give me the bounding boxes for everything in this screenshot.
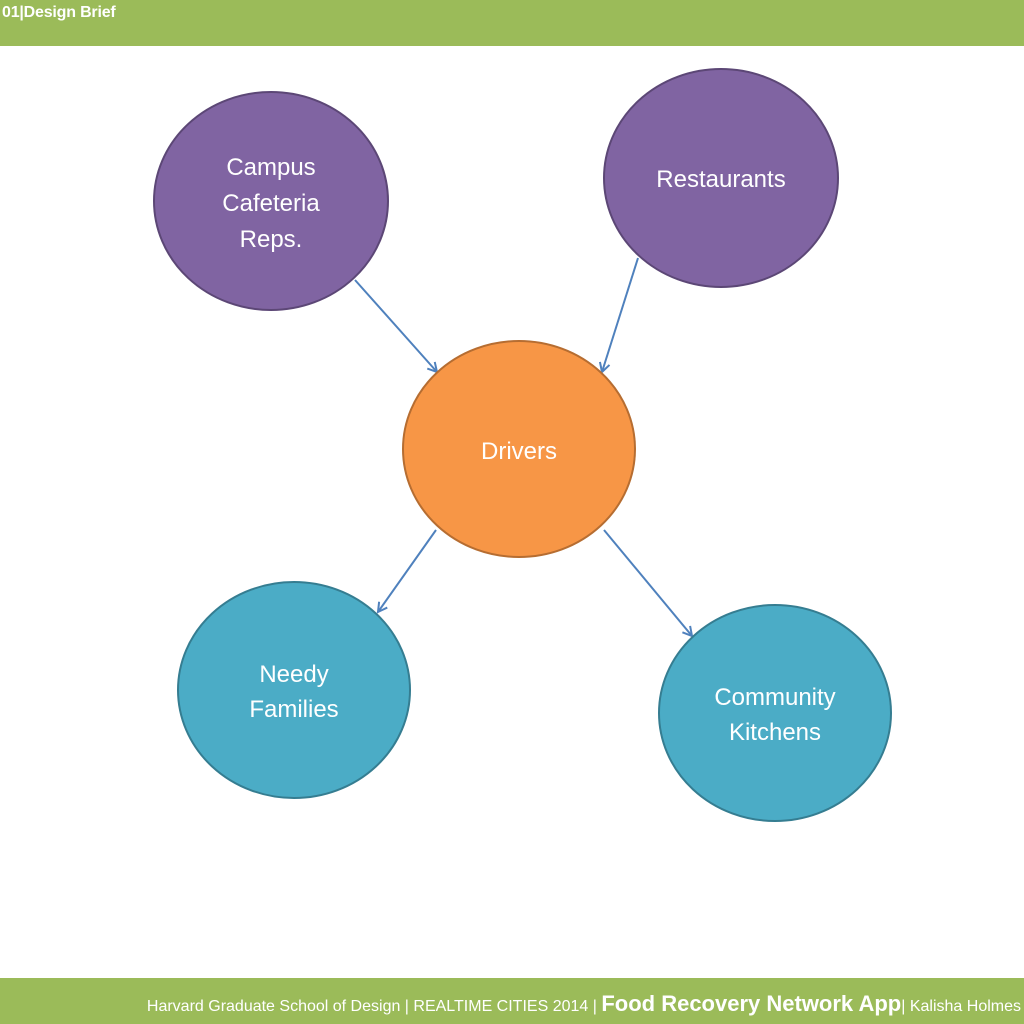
header-bar: 01|Design Brief xyxy=(0,0,1024,46)
node-label: Drivers xyxy=(481,438,557,465)
node-needy-families: Needy Families xyxy=(177,581,411,799)
node-restaurants: Restaurants xyxy=(603,68,839,288)
node-label: Needy xyxy=(259,661,328,688)
footer-bar: Harvard Graduate School of Design | REAL… xyxy=(0,978,1024,1024)
footer-credits: Harvard Graduate School of Design | REAL… xyxy=(147,991,1021,1017)
node-label: Campus xyxy=(226,154,315,181)
node-label: Families xyxy=(249,696,338,723)
node-label: Community xyxy=(714,684,835,711)
node-label: Kitchens xyxy=(729,719,821,746)
footer-institution: Harvard Graduate School of Design | REAL… xyxy=(146,998,602,1015)
arrow-restaurants-to-drivers xyxy=(602,257,639,372)
arrow-drivers-to-needy-families xyxy=(378,529,437,612)
node-label: Reps. xyxy=(240,226,303,253)
node-label: Restaurants xyxy=(656,166,785,193)
footer-app-name: Food Recovery Network App xyxy=(601,991,902,1016)
arrow-drivers-to-community-kitchens xyxy=(603,529,692,636)
arrow-campus-to-drivers xyxy=(354,279,437,372)
node-campus-cafeteria-reps: Campus Cafeteria Reps. xyxy=(153,91,389,311)
node-label: Cafeteria xyxy=(222,190,320,217)
node-community-kitchens: Community Kitchens xyxy=(658,604,892,822)
node-drivers: Drivers xyxy=(402,340,636,558)
footer-author: | Kalisha Holmes xyxy=(901,998,1021,1015)
slide-title: 01|Design Brief xyxy=(2,4,116,21)
